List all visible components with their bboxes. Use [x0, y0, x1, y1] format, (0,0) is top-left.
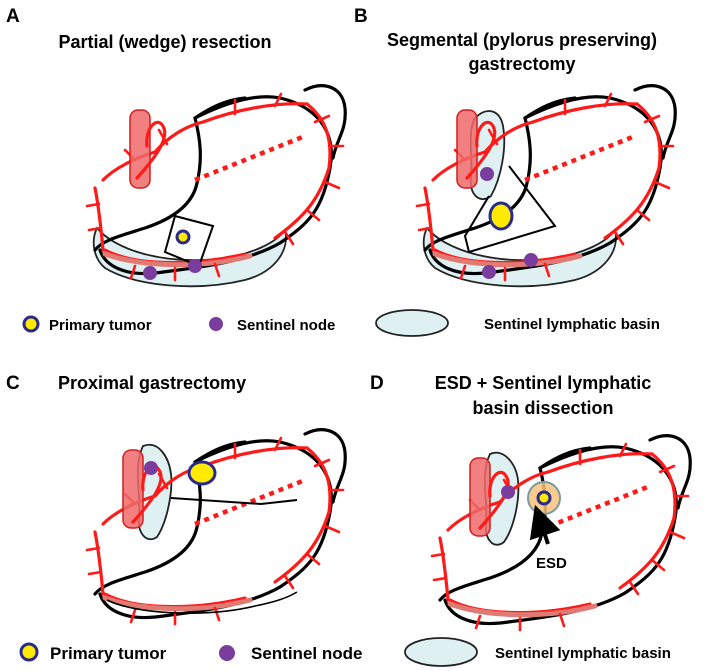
panel-b-basin-lower [422, 226, 617, 288]
panel-c-tumor [187, 460, 217, 486]
panel-d-tumor [536, 490, 552, 506]
panel-b-letter: B [354, 6, 368, 27]
panel-a: A Partial (wedge) resection [6, 6, 347, 288]
panel-c-node [144, 461, 158, 475]
panel-b-node-2 [482, 265, 496, 279]
panel-b-resection-lines [463, 165, 557, 254]
panel-d-letter: D [370, 373, 384, 394]
panel-a-letter: A [6, 6, 20, 27]
panel-d-esd-arrow [529, 504, 561, 545]
panel-b-title-line-2: gastrectomy [468, 54, 575, 74]
panel-b-tumor [488, 201, 514, 231]
panel-b: B Segmental (pylorus preserving) gastrec… [354, 6, 677, 288]
panel-b-aorta [456, 109, 478, 189]
legend-top-node-icon [209, 317, 223, 331]
panel-d-node [501, 485, 515, 499]
panel-c-letter: C [6, 373, 20, 394]
panel-a-title: Partial (wedge) resection [58, 32, 271, 52]
legend-top-node-label: Sentinel node [237, 317, 335, 334]
legend-top-basin-icon [375, 309, 449, 337]
panel-b-drawing [417, 84, 677, 288]
panel-d-esd-label: ESD [536, 555, 567, 572]
panel-d-title-line-2: basin dissection [472, 398, 613, 418]
legend-bottom-tumor-icon [19, 642, 39, 662]
legend-top-tumor-icon [22, 315, 40, 333]
panel-d-aorta [469, 457, 491, 537]
legend-bottom-node-icon [219, 645, 235, 661]
legend-bottom-tumor-label: Primary tumor [50, 644, 167, 663]
panel-c-title: Proximal gastrectomy [58, 373, 246, 393]
legend-bottom: Primary tumor Sentinel node Sentinel lym… [19, 637, 671, 667]
legend-top-tumor-label: Primary tumor [49, 317, 152, 334]
panel-a-drawing [87, 84, 347, 288]
legend-bottom-basin-label: Sentinel lymphatic basin [495, 645, 671, 662]
panel-d-drawing: ESD [432, 434, 692, 630]
panel-c: C Proximal gastrectomy [6, 373, 347, 624]
panel-a-tumor [175, 229, 191, 245]
panel-c-drawing [87, 428, 347, 624]
panel-d: D ESD + Sentinel lymphatic basin dissect… [370, 373, 692, 630]
legend-top-basin-label: Sentinel lymphatic basin [484, 316, 660, 333]
panel-b-node-1 [480, 167, 494, 181]
legend-bottom-node-label: Sentinel node [251, 644, 362, 663]
legend-bottom-basin-icon [404, 637, 478, 667]
panel-c-resection-line [170, 497, 298, 506]
panel-d-title-line-1: ESD + Sentinel lymphatic [435, 373, 652, 393]
panel-a-wedge [163, 214, 215, 268]
panel-a-node-1 [143, 266, 157, 280]
panel-b-title-line-1: Segmental (pylorus preserving) [387, 30, 657, 50]
legend-top: Primary tumor Sentinel node Sentinel lym… [22, 309, 660, 337]
panel-b-node-3 [524, 253, 538, 267]
panel-a-node-2 [188, 259, 202, 273]
